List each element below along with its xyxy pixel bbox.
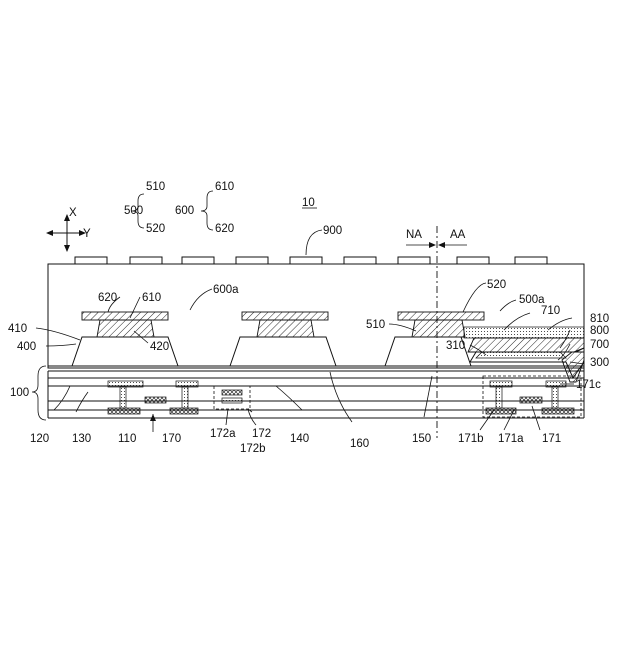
label-171: 171 <box>542 433 561 445</box>
label-620-bank: 620 <box>98 292 117 304</box>
label-510-aa: 510 <box>366 319 385 331</box>
label-900: 900 <box>323 225 342 237</box>
label-510: 510 <box>146 181 165 193</box>
region-na-label: NA <box>406 229 422 241</box>
bank-structures <box>72 337 471 366</box>
label-310: 310 <box>446 340 465 352</box>
label-520-aa: 520 <box>487 279 506 291</box>
capacitor-172 <box>214 386 250 409</box>
aa-stack <box>464 327 584 382</box>
label-160: 160 <box>350 438 369 450</box>
label-610: 610 <box>215 181 234 193</box>
label-610-bank: 610 <box>142 292 161 304</box>
label-110: 110 <box>118 433 136 445</box>
brace-600 <box>201 191 213 230</box>
label-172b: 172b <box>240 443 266 455</box>
label-810: 810 <box>590 313 609 325</box>
region-aa-label: AA <box>450 229 466 241</box>
label-130: 130 <box>72 433 91 445</box>
label-171c: 171c <box>576 379 601 391</box>
axis-indicator: X Y <box>46 207 91 252</box>
label-170: 170 <box>162 433 181 445</box>
label-171a: 171a <box>498 433 524 445</box>
label-800: 800 <box>590 325 609 337</box>
label-172a: 172a <box>210 428 236 440</box>
label-150: 150 <box>412 433 431 445</box>
label-600a: 600a <box>213 284 239 296</box>
axis-x-label: X <box>69 207 77 219</box>
transistor-171 <box>483 376 581 417</box>
label-171b: 171b <box>458 433 484 445</box>
label-140: 140 <box>290 433 309 445</box>
label-400: 400 <box>17 341 36 353</box>
label-700: 700 <box>590 339 609 351</box>
label-600: 600 <box>175 205 194 217</box>
axis-y-label: Y <box>83 228 91 240</box>
label-172: 172 <box>252 428 271 440</box>
transistor-170 <box>108 381 198 432</box>
label-420: 420 <box>150 341 169 353</box>
label-10: 10 <box>302 197 315 209</box>
label-520: 520 <box>146 223 165 235</box>
electrode-plates <box>82 312 484 320</box>
label-710: 710 <box>541 305 560 317</box>
brace-100 <box>32 366 46 420</box>
label-300: 300 <box>590 357 609 369</box>
label-120: 120 <box>30 433 49 445</box>
label-100: 100 <box>10 387 29 399</box>
label-410: 410 <box>8 323 27 335</box>
label-620: 620 <box>215 223 234 235</box>
